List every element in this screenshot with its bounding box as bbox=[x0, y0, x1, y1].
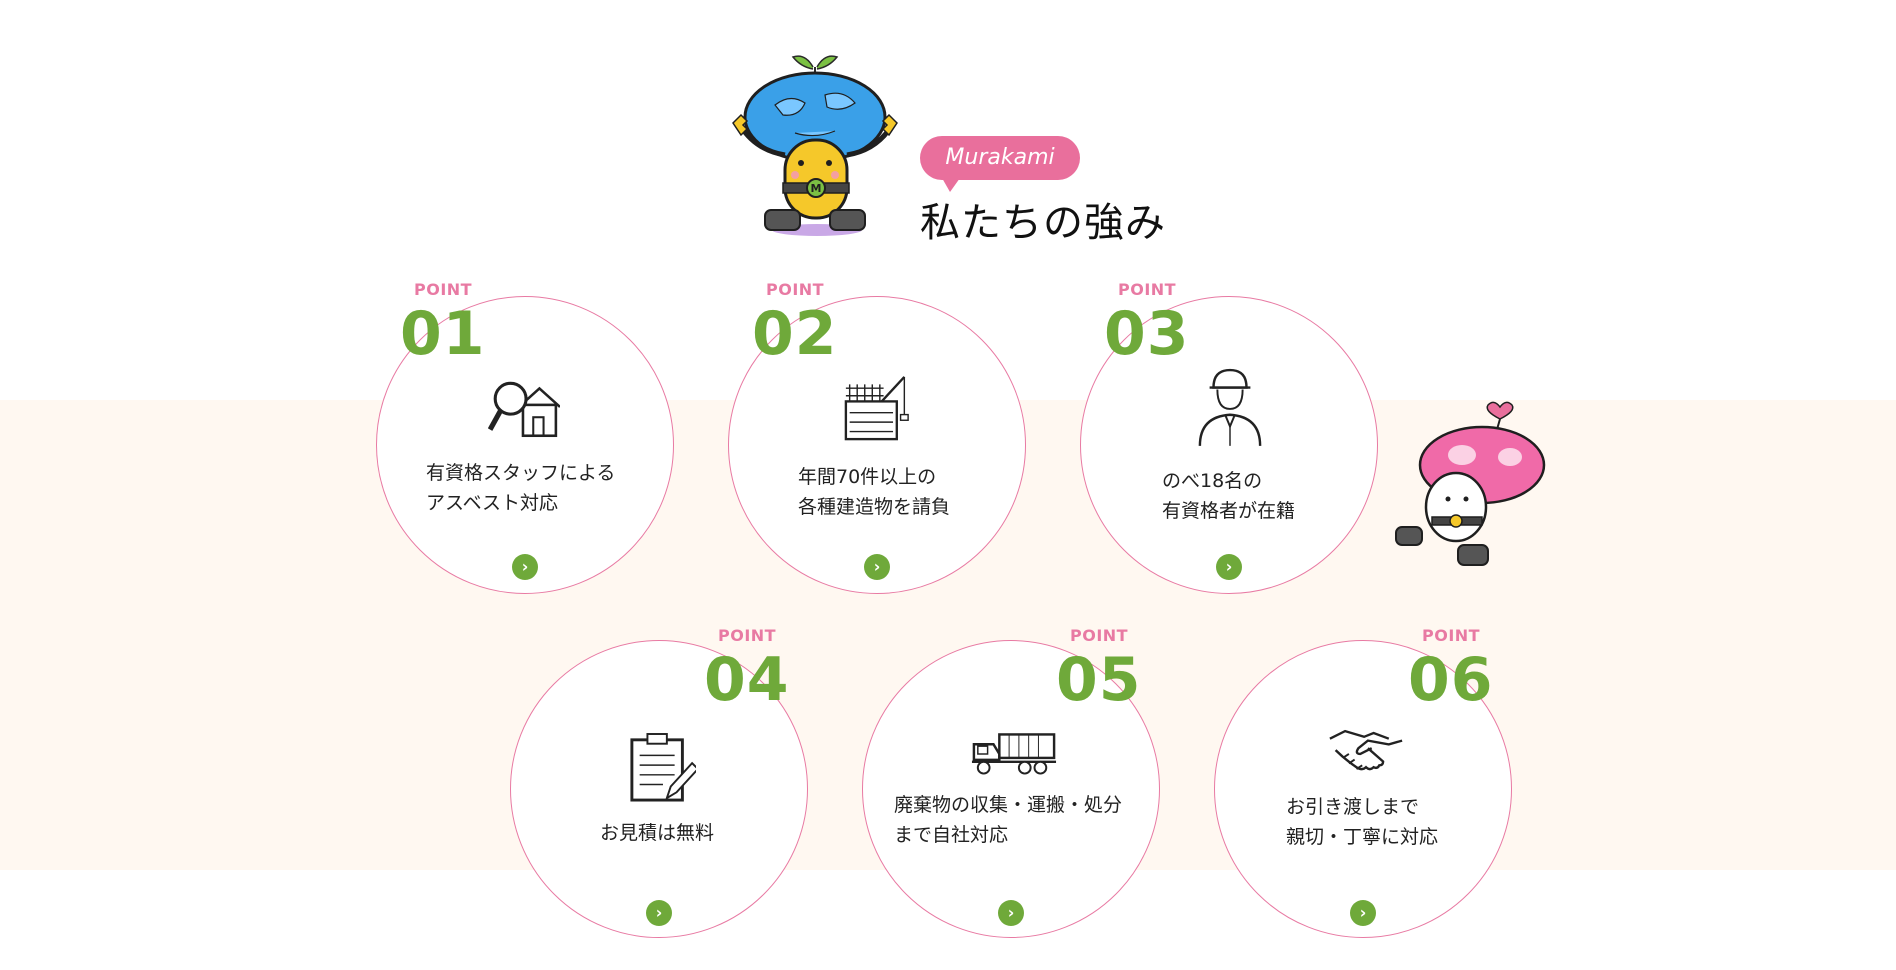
point-label: POINT bbox=[414, 280, 473, 299]
point-label: POINT bbox=[1070, 626, 1129, 645]
point-circle bbox=[1080, 296, 1378, 594]
point-label: POINT bbox=[718, 626, 777, 645]
brand-bubble: Murakami bbox=[920, 136, 1080, 192]
point-number: 03 bbox=[1104, 299, 1190, 369]
point-circle bbox=[862, 640, 1160, 938]
svg-text:M: M bbox=[811, 182, 822, 195]
worker-helmet-icon bbox=[1198, 368, 1262, 446]
pink-mascot-illustration bbox=[1395, 401, 1546, 566]
earth-mascot-illustration: M bbox=[732, 55, 898, 236]
point-card-06[interactable]: POINT 06 お引き渡しまで 親切・丁寧に対応 › bbox=[1214, 626, 1514, 940]
point-label: POINT bbox=[1118, 280, 1177, 299]
chevron-right-icon[interactable]: › bbox=[1350, 900, 1376, 926]
point-text: のべ18名の 有資格者が在籍 bbox=[1162, 470, 1296, 522]
point-number: 05 bbox=[1056, 645, 1142, 715]
point-label: POINT bbox=[766, 280, 825, 299]
point-text: 有資格スタッフによる アスベスト対応 bbox=[426, 462, 616, 514]
point-card-01[interactable]: POINT 01 有資格スタッフによる アスベスト対応 › bbox=[376, 280, 676, 596]
chevron-right-icon[interactable]: › bbox=[998, 900, 1024, 926]
point-card-05[interactable]: POINT 05 廃棄物の収集・運搬・処分 まで自社対応 › bbox=[862, 626, 1162, 940]
chevron-right-icon[interactable]: › bbox=[1216, 554, 1242, 580]
point-label: POINT bbox=[1422, 626, 1481, 645]
point-text: お引き渡しまで 親切・丁寧に対応 bbox=[1286, 796, 1439, 848]
point-card-02[interactable]: POINT 02 年間70件以上の 各種建造物を請負 › bbox=[728, 280, 1028, 596]
point-circle bbox=[728, 296, 1026, 594]
chevron-right-icon[interactable]: › bbox=[864, 554, 890, 580]
point-card-03[interactable]: POINT 03 のべ18名の 有資格者が在籍 › bbox=[1080, 280, 1380, 596]
point-number: 01 bbox=[400, 299, 486, 369]
building-crane-icon bbox=[844, 376, 909, 441]
point-circle bbox=[1214, 640, 1512, 938]
point-text: お見積は無料 bbox=[600, 822, 715, 844]
point-number: 02 bbox=[752, 299, 838, 369]
point-card-04[interactable]: POINT 04 お見積は無料 › bbox=[510, 626, 810, 940]
dump-truck-icon bbox=[971, 733, 1057, 775]
point-text: 廃棄物の収集・運搬・処分 まで自社対応 bbox=[894, 794, 1123, 846]
point-number: 06 bbox=[1408, 645, 1494, 715]
handshake-icon bbox=[1329, 729, 1403, 771]
house-search-icon bbox=[488, 381, 560, 438]
chevron-right-icon[interactable]: › bbox=[512, 554, 538, 580]
chevron-right-icon[interactable]: › bbox=[646, 900, 672, 926]
point-text: 年間70件以上の 各種建造物を請負 bbox=[798, 466, 951, 518]
point-number: 04 bbox=[704, 645, 790, 715]
section-header: M Murakami 私たちの強み bbox=[0, 0, 1896, 260]
point-circle bbox=[510, 640, 808, 938]
clipboard-pen-icon bbox=[630, 733, 696, 802]
point-circle bbox=[376, 296, 674, 594]
section-title: 私たちの強み bbox=[920, 200, 1166, 246]
